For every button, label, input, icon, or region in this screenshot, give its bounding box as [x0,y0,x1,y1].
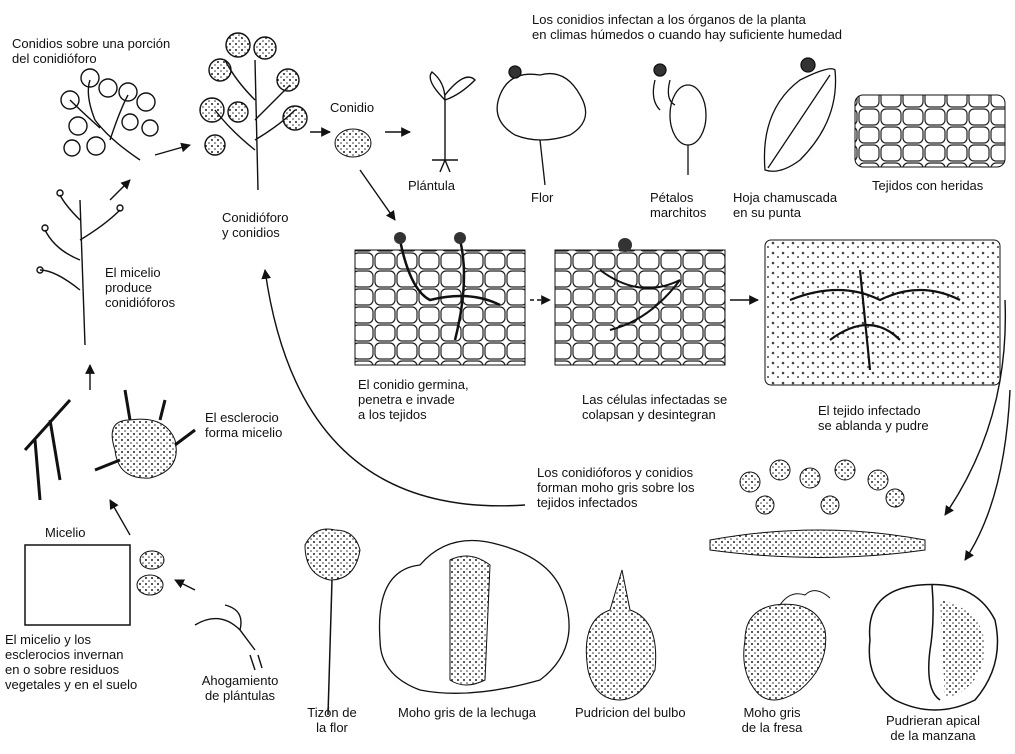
label-germina: El conidio germina, penetra e invade a l… [358,377,469,422]
germination-tissue-illustration [355,232,525,365]
withered-petals-illustration [653,64,706,175]
label-plantula: Plántula [408,178,455,193]
label-conidia-on-conidiophore: Conidios sobre una porción del conidiófo… [12,36,170,66]
label-tizon: Tizón de la flor [292,705,372,735]
label-flor: Flor [531,190,553,205]
label-micelio: Micelio [45,525,85,540]
label-conidio: Conidio [330,100,374,115]
strawberry-illustration [744,591,830,700]
wounded-tissue-illustration [855,95,1005,167]
label-invernan: El micelio y los esclerocios invernan en… [5,632,137,692]
label-ahogamiento: Ahogamiento de plántulas [190,673,290,703]
label-bulbo: Pudricion del bulbo [575,705,686,720]
softened-tissue-illustration [765,240,1000,385]
label-colapsan: Las células infectadas se colapsan y des… [582,392,727,422]
conidiophore-illustration [200,33,307,190]
label-petalos: Pétalos marchitos [650,190,706,220]
mycelium-illustration [25,400,70,500]
label-tejidos-heridas: Tejidos con heridas [872,178,983,193]
label-micelio-produce: El micelio produce conidióforos [105,265,175,310]
gray-mold-mat-illustration [710,460,925,558]
apple-illustration [869,584,997,710]
label-conidioforo-conidios: Conidióforo y conidios [222,210,289,240]
sclerotium-illustration [95,390,195,478]
conidia-cluster-illustration [61,69,158,160]
label-fresa: Moho gris de la fresa [732,705,812,735]
flower-illustration [497,66,585,185]
lettuce-illustration [380,541,570,694]
label-manzana: Pudrieran apical de la manzana [868,713,998,743]
label-lechuga: Moho gris de la lechuga [398,705,536,720]
label-hoja: Hoja chamuscada en su punta [733,190,837,220]
overwintering-residue-illustration [25,545,130,625]
sclerotia-illustration [137,551,164,595]
collapsing-cells-illustration [555,238,725,365]
conidium-spore [335,129,371,157]
label-moho-gris-forman: Los conidióforos y conidios forman moho … [537,465,695,510]
label-esclerocio: El esclerocio forma micelio [205,410,282,440]
label-ablanda: El tejido infectado se ablanda y pudre [818,403,929,433]
bulb-rot-illustration [586,570,655,700]
label-infection-heading: Los conidios infectan a los órganos de l… [532,12,842,42]
scorched-leaf-illustration [764,58,835,171]
seedling-illustration [430,72,475,172]
damping-off-illustration [195,605,262,670]
flower-blight-illustration [305,529,360,715]
